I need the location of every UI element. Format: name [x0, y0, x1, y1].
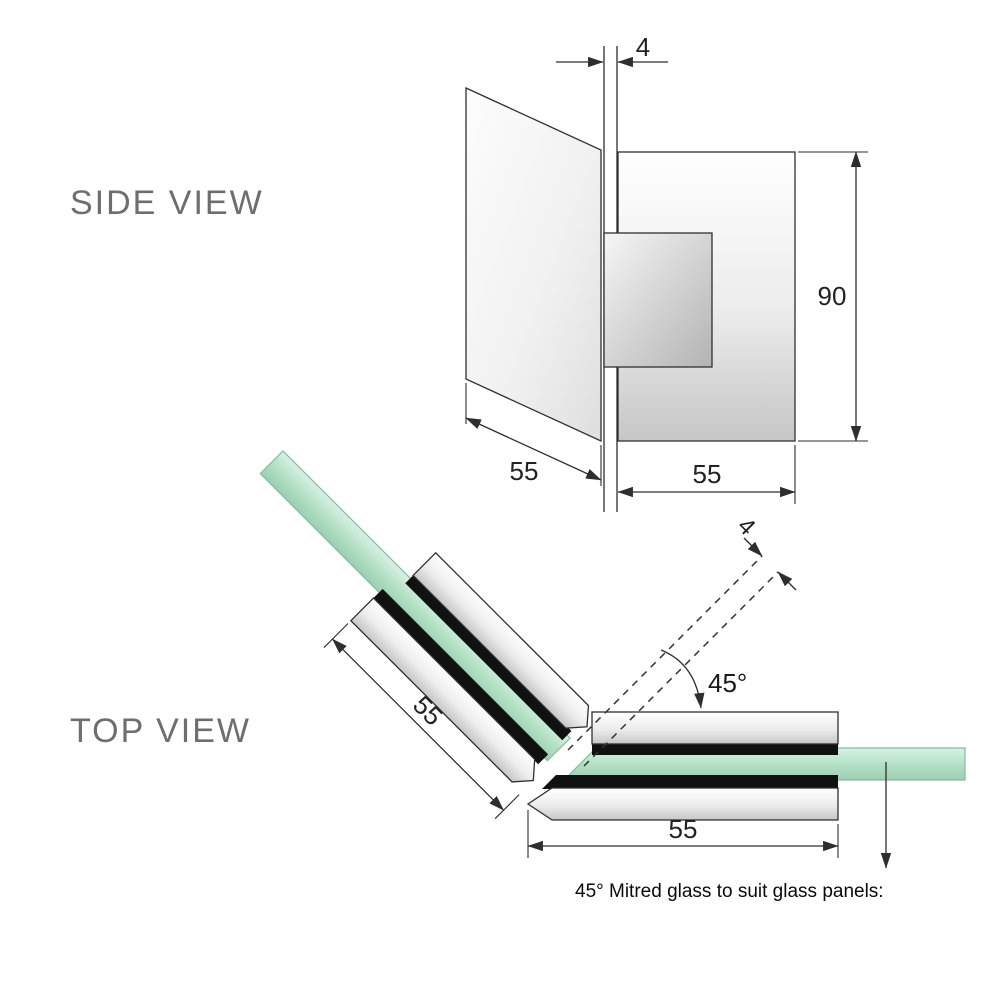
- top-view-title: TOP VIEW: [70, 712, 251, 750]
- dim-55-right-label: 55: [669, 814, 698, 844]
- gasket-right-lower: [542, 775, 838, 789]
- dimension-hinge-height: 90: [798, 151, 868, 442]
- side-view-title: SIDE VIEW: [70, 184, 264, 222]
- dim-90-label: 90: [818, 281, 847, 311]
- dim-55-left-line: [332, 638, 505, 811]
- dim-4-gap-arrow-1: [743, 537, 763, 557]
- caption-group: 45° Mitred glass to suit glass panels:: [575, 762, 892, 902]
- dim-4-label: 4: [636, 32, 650, 62]
- glass-panel-right: [562, 747, 966, 781]
- clamp-plate-right-lower: [526, 787, 839, 821]
- dimension-mitre-angle: 45°: [660, 649, 747, 709]
- dimension-mitre-gap: 4: [732, 512, 797, 591]
- dimension-right-plate-width: 55: [527, 810, 839, 858]
- gasket-right-upper: [592, 742, 838, 755]
- clamp-plate-right-upper: [591, 711, 839, 745]
- dimension-glass-thickness: 4: [556, 32, 668, 68]
- dimension-plate-width: 55: [617, 445, 796, 504]
- ext-line: [323, 623, 349, 648]
- hinge-knuckle: [603, 232, 713, 368]
- dim-4-gap-label: 4: [732, 512, 761, 541]
- dim-55-plate-label: 55: [693, 459, 722, 489]
- angle-label: 45°: [708, 668, 747, 698]
- ext-line: [494, 794, 520, 820]
- glass-panel-side: [465, 86, 602, 443]
- dim-55-glass-line: [465, 417, 602, 481]
- mitre-plane: [567, 555, 779, 767]
- top-view: TOP VIEW 55: [70, 450, 966, 902]
- caption-text: 45° Mitred glass to suit glass panels:: [575, 881, 884, 902]
- left-panel-assembly: 55: [259, 450, 590, 820]
- mitre-dashed-line-2: [583, 571, 779, 767]
- right-panel-assembly: 55: [526, 711, 966, 858]
- side-view: SIDE VIEW 4 55 90: [70, 32, 868, 512]
- dim-4-gap-arrow-2: [777, 571, 797, 591]
- dim-55-glass-label: 55: [510, 456, 539, 486]
- dimension-glass-width: 55: [465, 383, 602, 486]
- mitre-dashed-line-1: [567, 555, 763, 751]
- angle-arc: [660, 649, 705, 709]
